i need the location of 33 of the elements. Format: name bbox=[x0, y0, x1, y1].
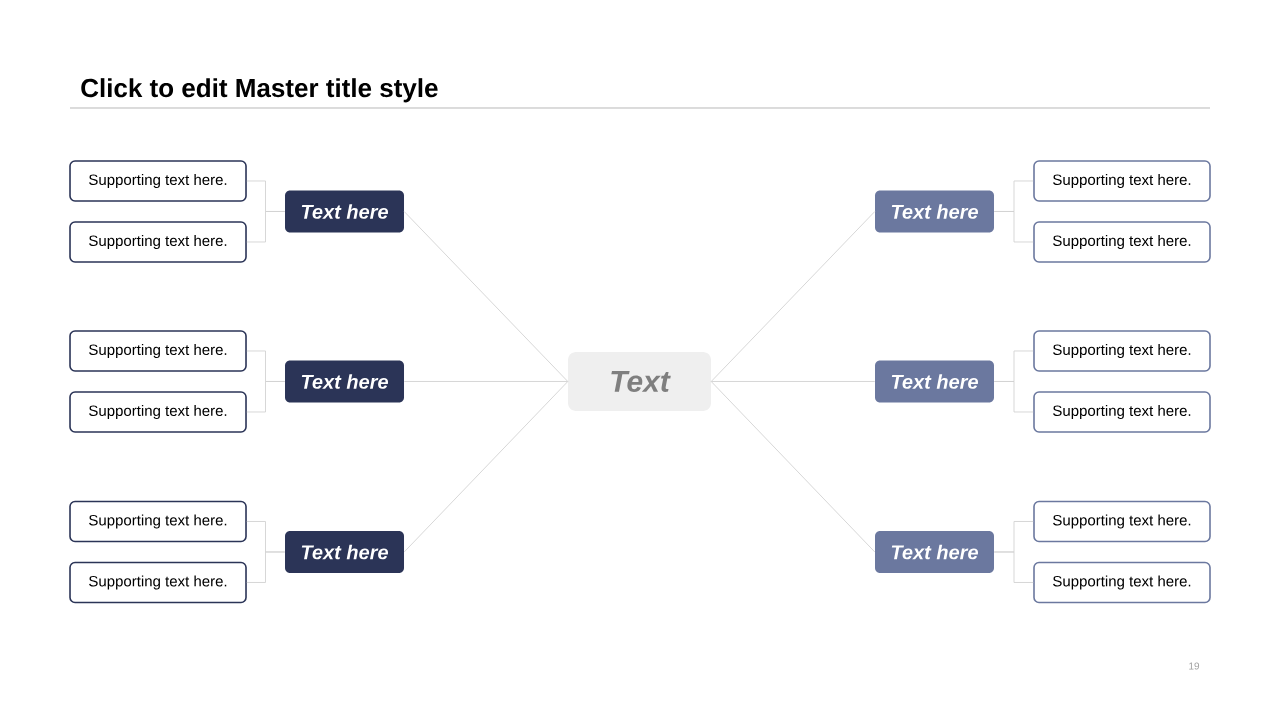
text-box: Supporting text here. bbox=[69, 500, 247, 543]
text-box: Supporting text here. bbox=[69, 561, 247, 604]
hub-box: Text bbox=[568, 352, 711, 411]
connector-line bbox=[710, 211, 876, 382]
connector-line bbox=[403, 381, 569, 553]
connector-line bbox=[246, 551, 286, 583]
text-box: Supporting text here. bbox=[69, 221, 247, 263]
connector-line bbox=[246, 211, 286, 243]
page-number: 19 bbox=[1189, 662, 1200, 670]
title: Click to edit Master title style bbox=[81, 78, 438, 103]
topic-box: Text here bbox=[285, 190, 404, 233]
topic-box: Text here bbox=[875, 190, 994, 233]
text-box: Supporting text here. bbox=[69, 391, 247, 433]
text-box: Supporting text here. bbox=[69, 330, 247, 372]
text-box: Supporting text here. bbox=[1033, 561, 1211, 604]
topic-box: Text here bbox=[285, 360, 404, 403]
text-box: Supporting text here. bbox=[1033, 500, 1211, 543]
connector-line bbox=[403, 381, 569, 382]
text-box: Supporting text here. bbox=[1033, 330, 1211, 372]
connector-line bbox=[246, 381, 286, 413]
connector-line bbox=[710, 381, 876, 382]
connector-line bbox=[993, 551, 1034, 583]
topic-box: Text here bbox=[875, 531, 994, 573]
connector-line bbox=[403, 211, 569, 382]
topic-box: Text here bbox=[285, 531, 404, 573]
topic-box: Text here bbox=[875, 360, 994, 403]
connector-line bbox=[993, 381, 1034, 413]
connector-line bbox=[993, 211, 1034, 243]
text-box: Supporting text here. bbox=[1033, 391, 1211, 433]
text-box: Supporting text here. bbox=[69, 160, 247, 202]
text-box: Supporting text here. bbox=[1033, 221, 1211, 263]
text-box: Supporting text here. bbox=[1033, 160, 1211, 202]
connector-line bbox=[710, 381, 876, 553]
